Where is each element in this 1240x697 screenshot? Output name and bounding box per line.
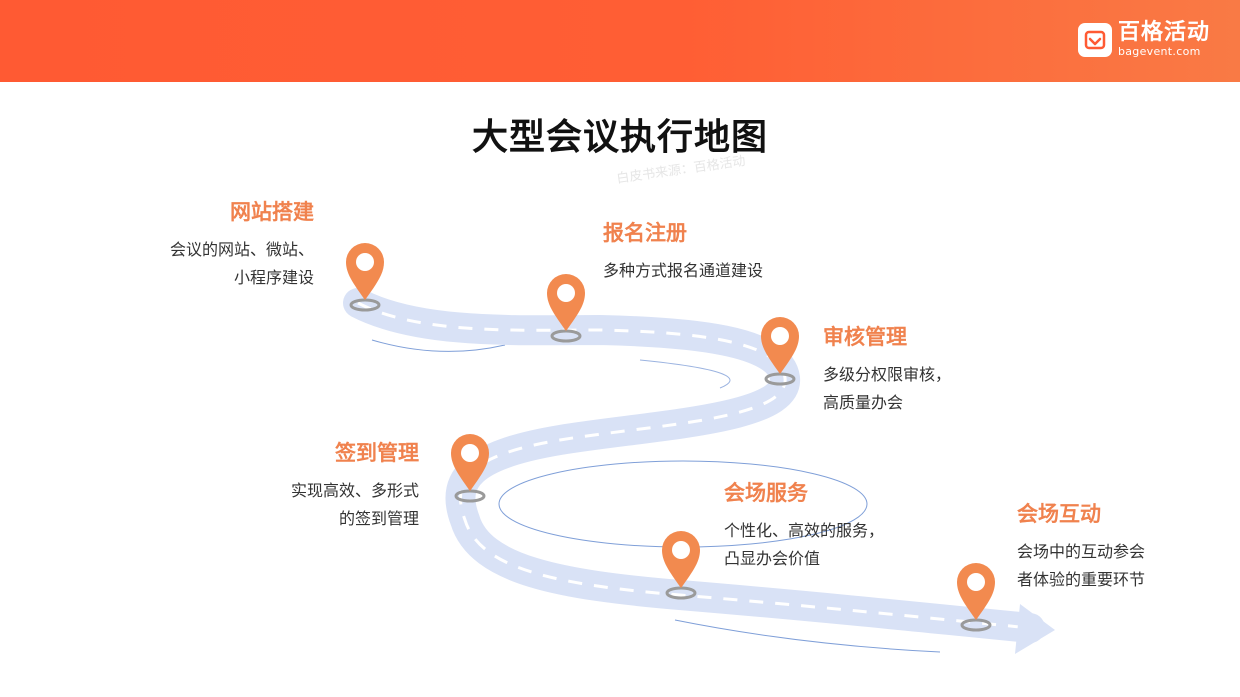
brand-name: 百格活动 <box>1117 20 1210 45</box>
stage-review: 审核管理 多级分权限审核， 高质量办会 <box>823 321 951 417</box>
page-title: 大型会议执行地图 <box>471 117 768 158</box>
stage-title: 签到管理 <box>335 441 419 465</box>
stage-desc-line: 者体验的重要环节 <box>1017 570 1146 589</box>
stage-title: 会场互动 <box>1017 502 1101 526</box>
stage-venue-service: 会场服务 个性化、高效的服务， 凸显办会价值 <box>724 477 884 573</box>
stage-venue-interaction: 会场互动 会场中的互动参会 者体验的重要环节 <box>1017 498 1145 594</box>
road-arrow-head <box>1015 604 1055 654</box>
stage-checkin: 签到管理 实现高效、多形式 的签到管理 <box>291 437 419 533</box>
stage-desc-line: 多种方式报名通道建设 <box>603 261 764 280</box>
heart-check-icon <box>1077 22 1112 57</box>
map-pin-icon <box>346 243 384 312</box>
stage-desc-line: 会场中的互动参会 <box>1017 542 1146 561</box>
stage-desc-line: 多级分权限审核， <box>823 365 952 384</box>
map-pin-icon <box>957 563 995 632</box>
stage-desc-line: 个性化、高效的服务， <box>724 521 885 540</box>
stage-desc-line: 实现高效、多形式 <box>290 481 419 500</box>
header-bar: 百格活动 bagevent.com <box>0 0 1240 82</box>
map-pin-icon <box>547 274 585 343</box>
stage-title: 会场服务 <box>724 481 808 505</box>
stage-desc-line: 小程序建设 <box>233 268 314 287</box>
stage-title: 网站搭建 <box>230 200 314 224</box>
stage-desc-line: 高质量办会 <box>823 393 904 412</box>
map-pin-icon <box>662 531 700 600</box>
brand-domain: bagevent.com <box>1117 45 1201 58</box>
map-pin-icon <box>761 317 799 386</box>
stage-title: 审核管理 <box>823 325 907 349</box>
stage-desc-line: 的签到管理 <box>338 509 419 528</box>
brand-logo[interactable]: 百格活动 bagevent.com <box>1077 20 1210 58</box>
stage-website: 网站搭建 会议的网站、微站、 小程序建设 <box>170 196 314 292</box>
stage-title: 报名注册 <box>603 221 687 245</box>
stage-registration: 报名注册 多种方式报名通道建设 <box>603 217 763 285</box>
map-pin-icon <box>451 434 489 503</box>
stage-desc-line: 会议的网站、微站、 <box>169 240 314 259</box>
stage-desc-line: 凸显办会价值 <box>724 549 821 568</box>
